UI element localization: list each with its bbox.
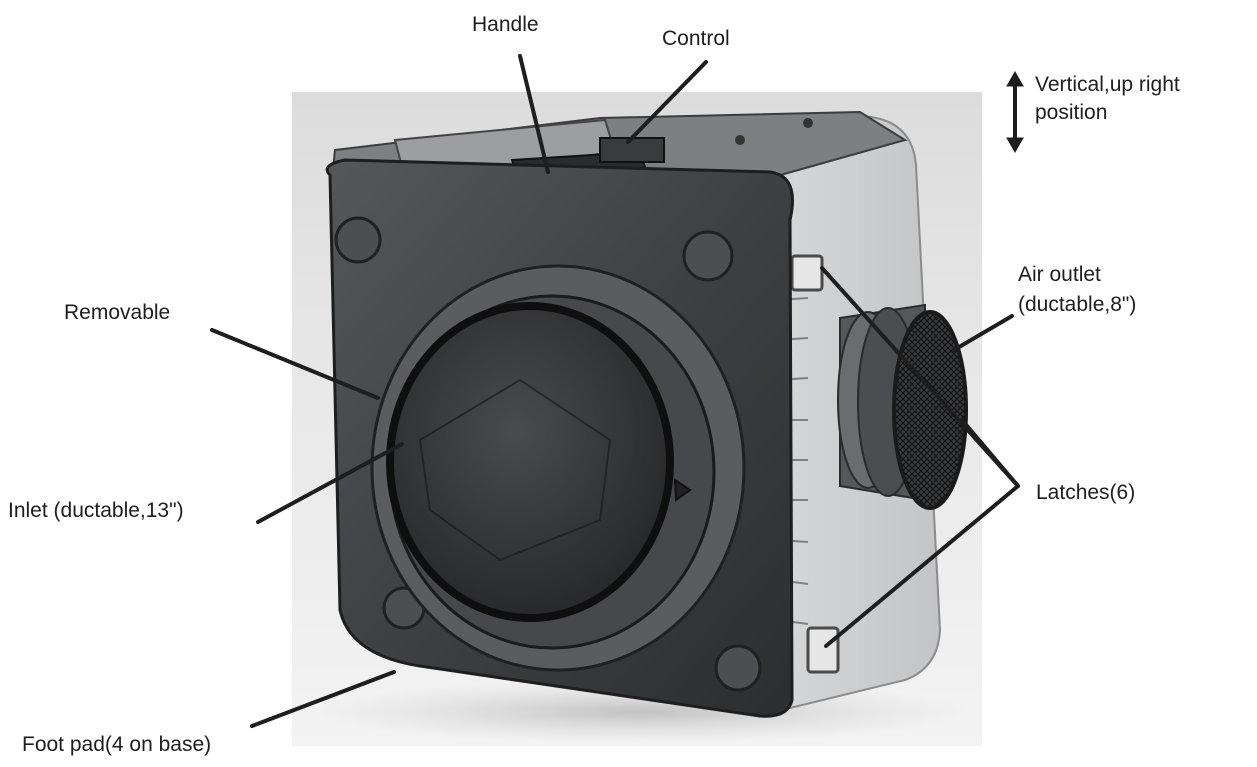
- label-latches: Latches(6): [1036, 481, 1136, 504]
- leader-handle: [518, 54, 550, 174]
- leader-lines: [210, 54, 1020, 728]
- corner-pad-tr: [682, 230, 734, 282]
- latch-top: [790, 254, 824, 292]
- double-headed-vertical-arrow-icon: [1006, 70, 1024, 154]
- latch-bottom: [806, 626, 840, 674]
- leader-air-outlet: [952, 314, 1014, 352]
- label-vertical-line2: position: [1035, 101, 1108, 124]
- control-box: [599, 137, 665, 163]
- air-outlet: [837, 303, 968, 510]
- label-control: Control: [662, 27, 730, 50]
- corner-pad-br: [714, 644, 762, 692]
- label-foot-pad: Foot pad(4 on base): [22, 733, 212, 756]
- label-removable: Removable: [64, 301, 171, 324]
- outlet-grille: [892, 310, 968, 510]
- leader-removable: [210, 328, 380, 400]
- leader-inlet: [256, 442, 404, 524]
- leader-control: [626, 60, 708, 144]
- label-air-outlet-line1: Air outlet: [1018, 263, 1101, 286]
- label-air-outlet-line2: (ductable,8"): [1018, 293, 1137, 316]
- inlet-cover: [386, 302, 674, 622]
- leader-latches-c: [824, 484, 1020, 648]
- label-inlet: Inlet (ductable,13"): [8, 499, 184, 522]
- leader-latches-b: [820, 266, 1020, 488]
- label-vertical-line1: Vertical,up right: [1035, 73, 1180, 96]
- front-panel: [325, 158, 794, 718]
- corner-pad-tl: [334, 216, 382, 264]
- leader-foot-pad: [250, 670, 396, 728]
- label-handle: Handle: [472, 13, 539, 36]
